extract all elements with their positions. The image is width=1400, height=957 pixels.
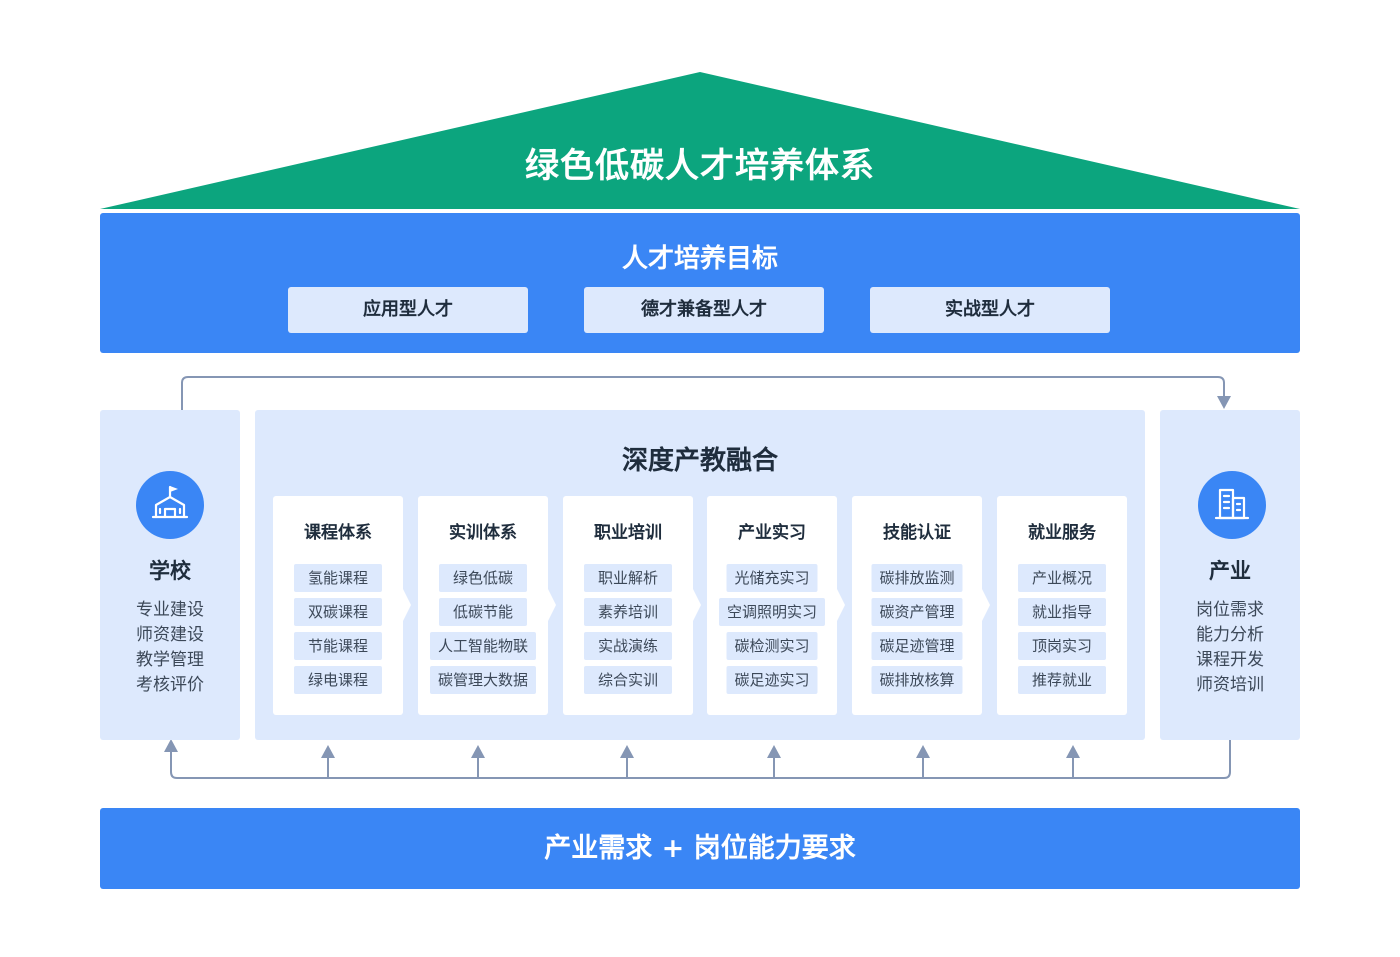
- school-title: 学校: [149, 559, 191, 583]
- column-card-course: 课程体系 氢能课程 双碳课程 节能课程 绿电课程: [273, 496, 403, 715]
- column-item: 推荐就业: [1018, 666, 1106, 694]
- column-item: 碳排放监测: [871, 564, 963, 592]
- bottom-loop-line: [170, 740, 1231, 779]
- column-title: 课程体系: [304, 523, 372, 543]
- chevron-right-icon: [548, 589, 556, 621]
- column-card-employment: 就业服务 产业概况 就业指导 顶岗实习 推荐就业: [997, 496, 1127, 715]
- industry-item: 能力分析: [1196, 625, 1264, 645]
- column-item: 碳排放核算: [871, 666, 963, 694]
- talent-goal-band: 人才培养目标 应用型人才 德才兼备型人才 实战型人才: [100, 213, 1300, 353]
- column-item: 光储充实习: [726, 564, 818, 592]
- column-item: 产业概况: [1018, 564, 1106, 592]
- column-item: 人工智能物联: [429, 632, 537, 660]
- column-title: 技能认证: [883, 523, 951, 543]
- school-item: 教学管理: [136, 650, 204, 670]
- industry-item: 岗位需求: [1196, 600, 1264, 620]
- column-item: 碳检测实习: [726, 632, 818, 660]
- column-item: 低碳节能: [439, 598, 527, 626]
- column-item: 碳管理大数据: [429, 666, 537, 694]
- column-card-internship: 产业实习 光储充实习 空调照明实习 碳检测实习 碳足迹实习: [707, 496, 837, 715]
- column-item: 实战演练: [584, 632, 672, 660]
- industry-title: 产业: [1209, 559, 1251, 583]
- industry-list: 岗位需求 能力分析 课程开发 师资培训: [1160, 598, 1300, 698]
- goal-item-applied: 应用型人才: [288, 287, 528, 333]
- top-loop-arrow: [1217, 396, 1231, 409]
- talent-goal-title: 人才培养目标: [621, 244, 778, 274]
- school-building-icon: [136, 471, 204, 539]
- chevron-right-icon: [982, 589, 990, 621]
- column-card-training-system: 实训体系 绿色低碳 低碳节能 人工智能物联 碳管理大数据: [418, 496, 548, 715]
- school-list: 专业建设 师资建设 教学管理 考核评价: [100, 598, 240, 698]
- school-panel: 学校 专业建设 师资建设 教学管理 考核评价: [100, 410, 240, 740]
- top-loop-line: [181, 376, 1225, 410]
- school-item: 专业建设: [136, 600, 204, 620]
- column-title: 产业实习: [738, 523, 806, 543]
- industry-panel: 产业 岗位需求 能力分析 课程开发 师资培训: [1160, 410, 1300, 740]
- column-item: 就业指导: [1018, 598, 1106, 626]
- foundation-band: 产业需求 + 岗位能力要求: [100, 808, 1300, 889]
- goal-item-practical: 实战型人才: [870, 287, 1110, 333]
- chevron-right-icon: [837, 589, 845, 621]
- column-item: 绿电课程: [294, 666, 382, 694]
- column-title: 实训体系: [449, 523, 517, 543]
- column-card-certification: 技能认证 碳排放监测 碳资产管理 碳足迹管理 碳排放核算: [852, 496, 982, 715]
- column-item: 职业解析: [584, 564, 672, 592]
- industry-item: 师资培训: [1196, 675, 1264, 695]
- system-title: 绿色低碳人才培养体系: [525, 146, 875, 186]
- column-item: 氢能课程: [294, 564, 382, 592]
- column-title: 就业服务: [1028, 523, 1096, 543]
- foundation-title: 产业需求 + 岗位能力要求: [544, 833, 856, 864]
- column-item: 碳足迹管理: [871, 632, 963, 660]
- column-title: 职业培训: [594, 523, 662, 543]
- column-item: 顶岗实习: [1018, 632, 1106, 660]
- column-item: 绿色低碳: [439, 564, 527, 592]
- column-item: 双碳课程: [294, 598, 382, 626]
- column-card-vocational: 职业培训 职业解析 素养培训 实战演练 综合实训: [563, 496, 693, 715]
- chevron-right-icon: [403, 589, 411, 621]
- roof-triangle: [100, 72, 1300, 209]
- school-item: 师资建设: [136, 625, 204, 645]
- school-up-arrow: [164, 739, 178, 752]
- column-item: 综合实训: [584, 666, 672, 694]
- column-item: 碳足迹实习: [726, 666, 818, 694]
- column-item: 碳资产管理: [871, 598, 963, 626]
- chevron-right-icon: [693, 589, 701, 621]
- integration-title: 深度产教融合: [621, 446, 778, 476]
- column-item: 空调照明实习: [718, 598, 826, 626]
- column-item: 节能课程: [294, 632, 382, 660]
- integration-panel: 深度产教融合 课程体系 氢能课程 双碳课程 节能课程 绿电课程 实训体系 绿色低…: [255, 410, 1145, 740]
- school-item: 考核评价: [136, 675, 204, 695]
- goal-item-virtue: 德才兼备型人才: [584, 287, 824, 333]
- column-item: 素养培训: [584, 598, 672, 626]
- industry-item: 课程开发: [1196, 650, 1264, 670]
- office-building-icon: [1198, 471, 1266, 539]
